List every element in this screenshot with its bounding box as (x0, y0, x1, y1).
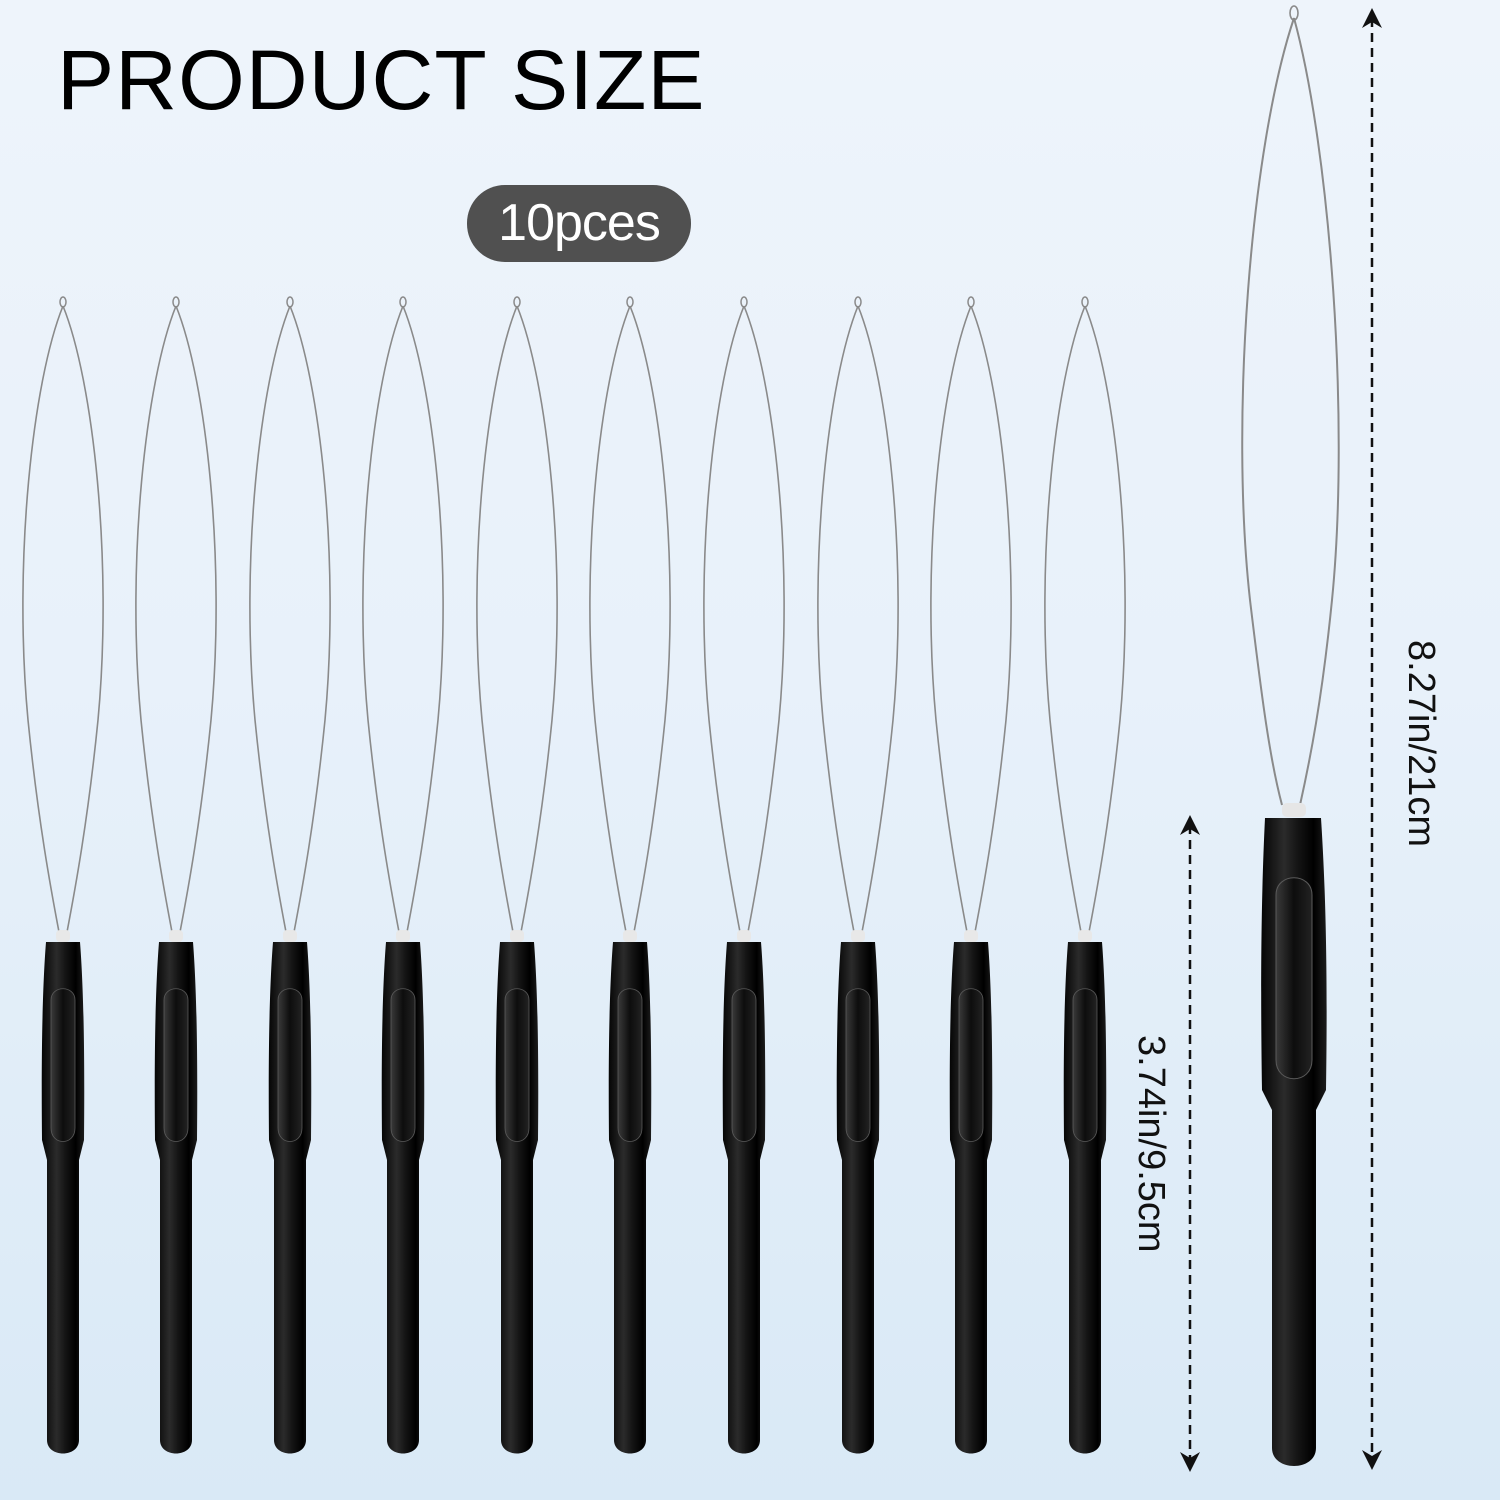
hair-extension-tool (249, 296, 331, 1455)
hair-extension-tool (703, 296, 785, 1455)
hair-extension-tool (589, 296, 671, 1455)
total-length-label: 8.27in/21cm (1400, 640, 1442, 848)
hair-extension-tool (22, 296, 104, 1455)
hair-extension-tool (476, 296, 558, 1455)
hair-extension-tool-large (1241, 5, 1340, 1466)
hair-extension-tool (930, 296, 1012, 1455)
hair-extension-tool (135, 296, 217, 1455)
hair-extension-tool (362, 296, 444, 1455)
quantity-badge: 10pces (467, 185, 691, 262)
hair-extension-tool (1044, 296, 1126, 1455)
handle-length-label: 3.74in/9.5cm (1130, 1035, 1172, 1253)
page-title: PRODUCT SIZE (57, 33, 706, 127)
hair-extension-tool (817, 296, 899, 1455)
